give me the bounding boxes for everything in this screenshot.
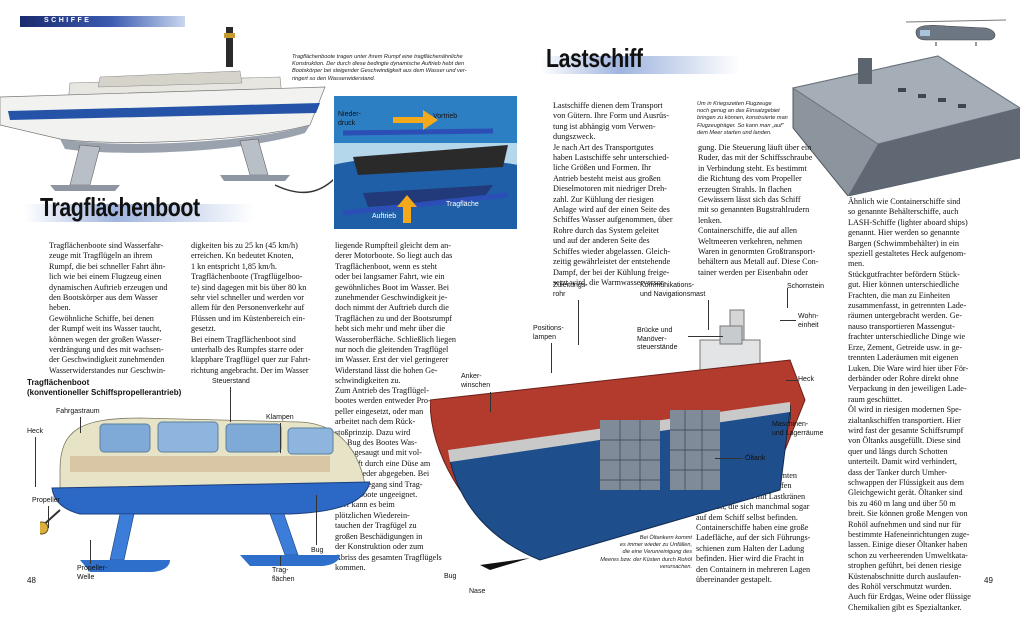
label-propeller: Propeller bbox=[32, 497, 61, 504]
boat-cutaway-illustration bbox=[40, 417, 370, 572]
label-schornstein: Schornstein bbox=[787, 283, 824, 290]
page-number-left: 48 bbox=[27, 576, 36, 585]
label-auftrieb: Auftrieb bbox=[372, 213, 397, 220]
aircraft-carrier-illustration bbox=[791, 55, 1020, 196]
tanker-caption: Bei Öltankern kommt es immer wieder zu U… bbox=[600, 535, 692, 570]
oil-tanker-illustration bbox=[430, 309, 806, 570]
label-klampen: Klampen bbox=[266, 414, 294, 421]
label-fahrgastraum: Fahrgastraum bbox=[56, 408, 100, 415]
hydrofoil-ship-illustration bbox=[0, 27, 340, 194]
label-tragflaeche: Tragfläche bbox=[446, 201, 479, 208]
hydrofoil-caption: Tragflächenboote tragen unter ihrem Rump… bbox=[292, 54, 467, 82]
label-heck-ship: Heck bbox=[798, 376, 814, 383]
label-zuleitungsrohr: Zuleitungs- rohr bbox=[553, 282, 588, 298]
page-number-right: 49 bbox=[984, 576, 993, 585]
section-label: SCHIFFE bbox=[44, 17, 92, 24]
text-r-col-3: Ähnlich wie Containerschiffe sind so gen… bbox=[848, 197, 971, 612]
label-maschinen: Maschinen- und Lagerräume bbox=[772, 421, 824, 437]
boat-heading: Tragflächenboot (konventioneller Schiffs… bbox=[27, 378, 182, 397]
text-col-3b: Zum Antrieb des Tragflügel- bootes werde… bbox=[335, 386, 442, 572]
page-title-lastschiff: Lastschiff bbox=[546, 43, 643, 73]
label-steuerstand: Steuerstand bbox=[212, 378, 250, 385]
helicopter-illustration bbox=[906, 19, 1006, 46]
label-nase: Nase bbox=[469, 588, 486, 595]
label-positionslampen: Positions- lampen bbox=[533, 325, 564, 341]
label-bruecke: Brücke und Manöver- steuerstände bbox=[637, 327, 678, 351]
title-underline bbox=[24, 204, 254, 222]
label-ankerwinschen: Anker- winschen bbox=[461, 373, 491, 389]
label-kommunikation: Kommunikations- und Navigationsmast bbox=[640, 282, 706, 298]
label-niederdruck: Nieder- druck bbox=[338, 111, 361, 127]
label-vortrieb: Vortrieb bbox=[433, 113, 458, 120]
text-col-3a: liegende Rumpfteil gleicht dem an- derer… bbox=[335, 241, 456, 386]
text-r-col-1: Lastschiffe dienen dem Transport von Güt… bbox=[553, 101, 673, 287]
label-wohneinheit: Wohn- einheit bbox=[798, 313, 819, 329]
section-header-bar bbox=[20, 16, 185, 27]
label-tragflaechen: Trag- flächen bbox=[272, 567, 295, 583]
text-col-1: Tragflächenboote sind Wasserfahr- zeuge … bbox=[49, 241, 168, 375]
label-propeller-welle: Propeller- Welle bbox=[77, 565, 108, 581]
hydrofoil-force-diagram bbox=[333, 95, 518, 230]
label-bug-ship: Bug bbox=[444, 573, 457, 580]
text-col-2: digkeiten bis zu 25 kn (45 km/h) erreich… bbox=[191, 241, 311, 375]
label-bug: Bug bbox=[311, 547, 324, 554]
label-oeltank: Öltank bbox=[745, 455, 766, 462]
text-r-col-2: gung. Die Steuerung läuft über ein Ruder… bbox=[698, 143, 819, 277]
page-title-tragflaechenboot: Tragflächenboot bbox=[40, 192, 200, 222]
carrier-caption: Um in Kriegszeiten Flugzeuge noch genug … bbox=[697, 101, 788, 136]
title-lastschiff-underline bbox=[540, 56, 740, 74]
label-heck: Heck bbox=[27, 428, 43, 435]
